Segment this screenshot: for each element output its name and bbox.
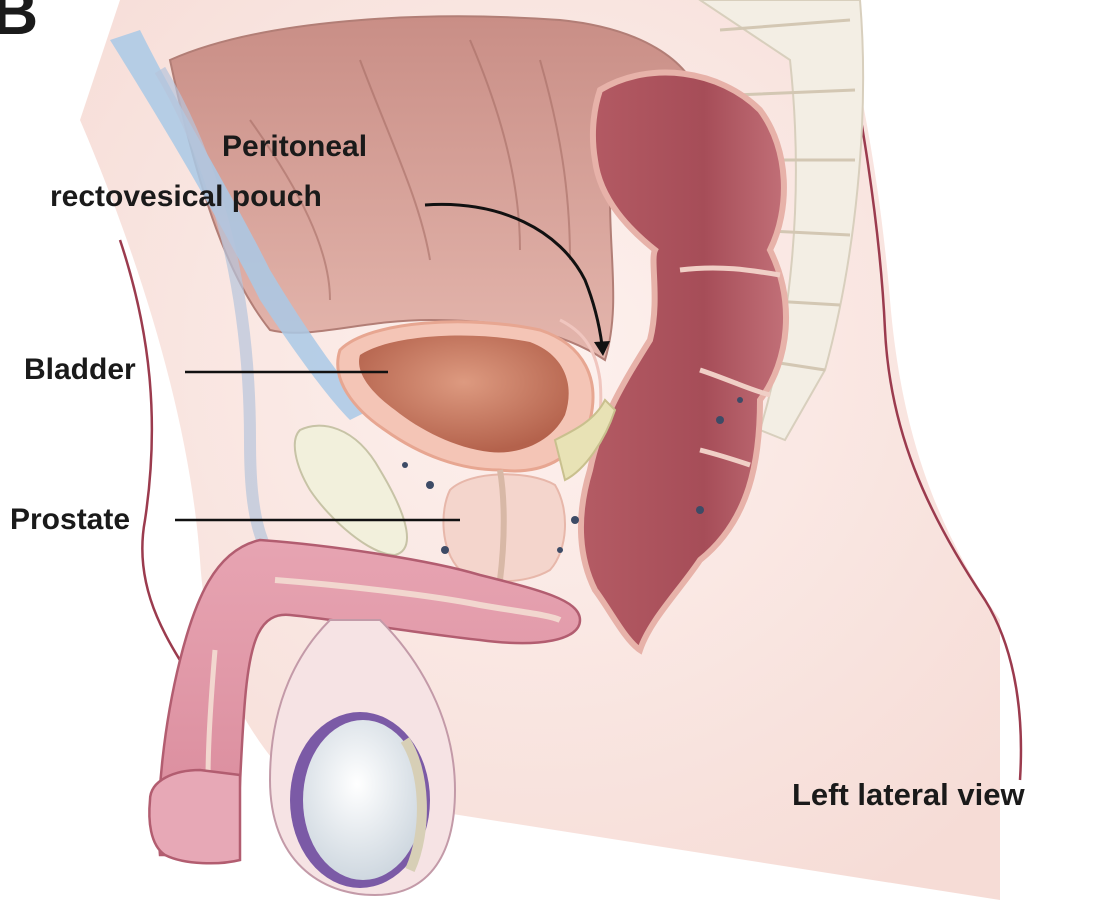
label-bladder: Bladder (24, 353, 136, 387)
label-prostate: Prostate (10, 503, 130, 537)
panel-letter: B (0, 0, 38, 44)
label-rectovesical-pouch: rectovesical pouch (50, 180, 322, 214)
view-caption: Left lateral view (792, 777, 1025, 813)
label-peritoneal: Peritoneal (222, 130, 367, 164)
